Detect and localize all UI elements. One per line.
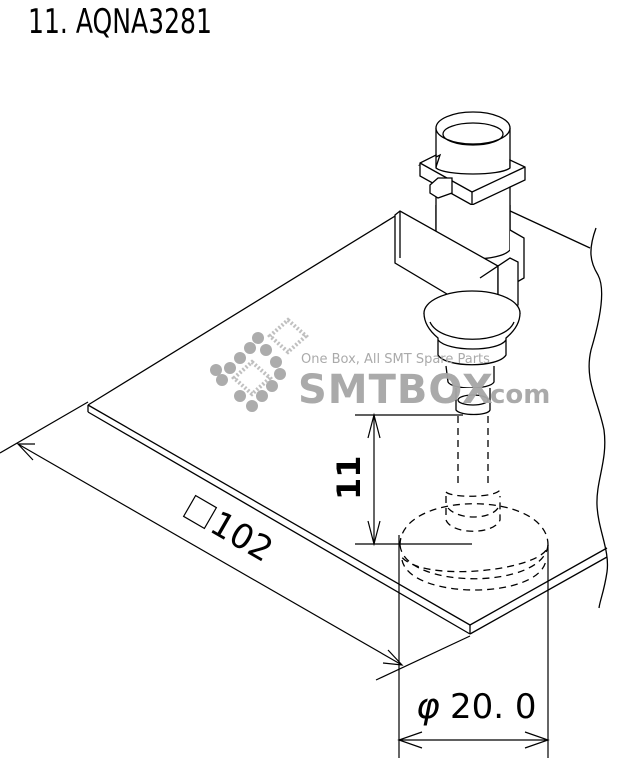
- page-title: 11. AQNA3281: [28, 2, 212, 42]
- nozzle-tip-hidden: [399, 416, 549, 591]
- watermark-suffix: com: [490, 380, 550, 410]
- watermark-logo-icon: [210, 317, 310, 412]
- watermark-brand: SMTBOX: [298, 367, 494, 413]
- watermark: One Box, All SMT Spare Parts SMTBOX com: [210, 317, 550, 413]
- height-dimension: 11: [330, 412, 472, 547]
- diameter-symbol: φ: [416, 686, 440, 727]
- diameter-label: 20. 0: [450, 687, 537, 727]
- square-symbol: [182, 494, 218, 530]
- plate: [87, 209, 609, 635]
- plate-size-label: 102: [203, 504, 279, 571]
- diameter-dimension: φ 20. 0: [397, 535, 550, 758]
- height-label: 11: [330, 455, 368, 500]
- watermark-tagline: One Box, All SMT Spare Parts: [301, 352, 490, 367]
- nozzle-body: [394, 111, 526, 416]
